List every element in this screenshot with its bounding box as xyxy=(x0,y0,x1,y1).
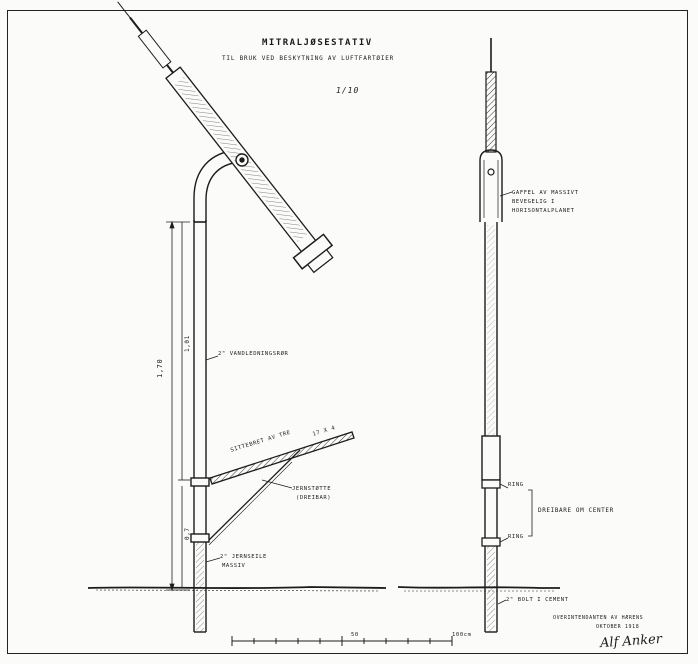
label-fork: GAFFEL AV MASSIVT xyxy=(512,190,579,196)
label-iron-strut: JERNSTØTTE xyxy=(292,486,332,492)
scale-bar-mid: 50 xyxy=(351,632,359,638)
right-view xyxy=(397,38,560,633)
iron-strut xyxy=(208,449,301,541)
drawing-title: MITRALJØSESTATIV xyxy=(262,38,373,48)
drawing-scale: 1/10 xyxy=(336,86,360,95)
ground-line-left xyxy=(87,586,387,590)
footer-date: OKTOBER 1918 xyxy=(596,624,640,630)
label-rotatable: DREIBARE OM CENTER xyxy=(538,507,614,514)
dimension-lower: 0,7 xyxy=(184,527,191,540)
ground-line-right xyxy=(397,586,560,589)
seat-board xyxy=(209,431,355,485)
label-lower-pipe-note: MASSIV xyxy=(222,563,246,569)
scale-bar-end: 100cm xyxy=(452,632,472,638)
dimension-lines xyxy=(166,220,190,592)
fork xyxy=(479,149,503,222)
label-ring-lower: RING xyxy=(508,534,524,540)
dimension-upper: 1,01 xyxy=(184,335,191,352)
left-view xyxy=(87,1,387,633)
label-iron-strut-note: (DREIBAR) xyxy=(296,495,332,501)
label-fork-line2: BEVEGELIG I xyxy=(512,199,556,205)
label-fork-line3: HORISONTALPLANET xyxy=(512,208,575,214)
dimension-total: 1,70 xyxy=(156,358,164,378)
label-upper-pipe: 2" VANDLEDNINGSRØR xyxy=(218,351,289,357)
main-pipe-right xyxy=(481,222,501,633)
machine-gun-right xyxy=(485,71,497,153)
footer-office: OVERINTENDANTEN AV HÆRENS xyxy=(553,615,644,621)
drawing-subtitle: TIL BRUK VED BESKYTNING AV LUFTFARTØIER xyxy=(222,55,395,62)
label-lower-pipe: 2" JERNSEILE xyxy=(220,554,267,560)
label-ring-upper: RING xyxy=(508,482,524,488)
scale-bar-graphic xyxy=(231,636,453,646)
drawing-border xyxy=(7,10,688,654)
label-base: 2" BOLT I CEMENT xyxy=(506,597,569,603)
main-pipe-left xyxy=(190,220,210,633)
